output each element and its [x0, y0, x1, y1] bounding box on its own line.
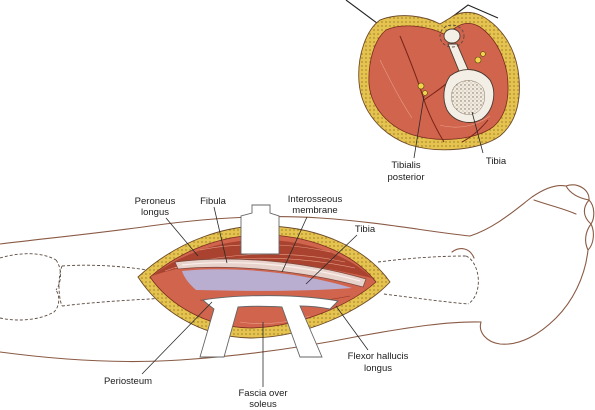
- tibia-marrow-xs: [451, 80, 485, 115]
- muscle-fiber-xs-2: [439, 115, 491, 128]
- leg-top-contour: [0, 216, 471, 245]
- leg: Peroneus longus Fibula Interosseous memb…: [0, 184, 595, 410]
- label-peroneus-longus-line-2: longus: [141, 207, 169, 218]
- femur-condyle-outline: [55, 259, 61, 291]
- fibula-bone-xs: [443, 28, 461, 44]
- foot-outline: [469, 184, 595, 345]
- femur-outline-top: [0, 253, 57, 261]
- femur-outline-bottom: [0, 289, 60, 321]
- tibia-shaft-outline-top-distal: [377, 255, 467, 263]
- leg-bottom-contour: [0, 321, 482, 363]
- tibia-shaft-outline-bottom-distal: [383, 293, 469, 305]
- tibia-distal-end-outline: [465, 255, 479, 305]
- cross-section: Tibialis posterior Tibia: [345, 0, 520, 183]
- leader-tibialis-posterior: [413, 95, 425, 159]
- upper-retractor: [240, 204, 280, 255]
- neurovascular-bundle-3: [474, 56, 482, 64]
- label-fascia-over-soleus-line-1: Fascia over: [238, 388, 287, 399]
- dorsum-line: [533, 199, 577, 215]
- septum-posterior: [461, 119, 489, 143]
- fibula-bone: [174, 258, 367, 288]
- label-interosseous-membrane-line-1: Interosseous: [288, 194, 343, 205]
- label-tibialis-posterior-line-2: posterior: [388, 172, 425, 183]
- leader-tibia: [305, 234, 358, 285]
- fibula-periosteum-xs: [439, 24, 465, 48]
- leader-fibula: [213, 206, 228, 264]
- ankle-line: [451, 248, 475, 259]
- interosseous-membrane: [182, 269, 352, 291]
- tibia-shaft-outline-bottom-proximal: [61, 297, 169, 307]
- neurovascular-bundle-2: [422, 90, 428, 96]
- muscle-fiber-xs-1: [379, 59, 413, 119]
- label-tibia-xs: Tibia: [486, 156, 507, 167]
- label-fibula: Fibula: [200, 196, 227, 207]
- toe-line-1: [565, 185, 590, 201]
- neurovascular-bundle-1: [417, 82, 425, 90]
- leader-interosseous-membrane: [281, 216, 308, 273]
- label-flexor-hallucis-longus-line-2: longus: [364, 363, 392, 374]
- tibia-shaft-outline-top-proximal: [61, 264, 149, 271]
- fibula-highlight: [181, 261, 361, 282]
- leader-flexor-hallucis-longus: [335, 305, 369, 351]
- label-fascia-over-soleus-line-2: soleus: [249, 399, 277, 410]
- tibial-plateau-outline: [58, 265, 63, 307]
- skin-flap-line: [451, 4, 499, 19]
- label-tibialis-posterior-line-1: Tibialis: [391, 160, 420, 171]
- label-flexor-hallucis-longus-line-1: Flexor hallucis: [348, 351, 409, 362]
- lower-retractor: [199, 295, 339, 358]
- label-interosseous-membrane-line-2: membrane: [292, 205, 337, 216]
- neurovascular-bundle-4: [480, 51, 486, 57]
- label-peroneus-longus-line-1: Peroneus: [135, 196, 176, 207]
- toe-line-2: [583, 199, 592, 225]
- label-periosteum: Periosteum: [104, 376, 152, 387]
- leader-peroneus-longus: [165, 217, 199, 257]
- toe-line-3: [585, 223, 592, 251]
- leader-periosteum: [141, 301, 213, 375]
- label-tibia: Tibia: [355, 224, 376, 235]
- leader-tibia-xs: [471, 111, 484, 154]
